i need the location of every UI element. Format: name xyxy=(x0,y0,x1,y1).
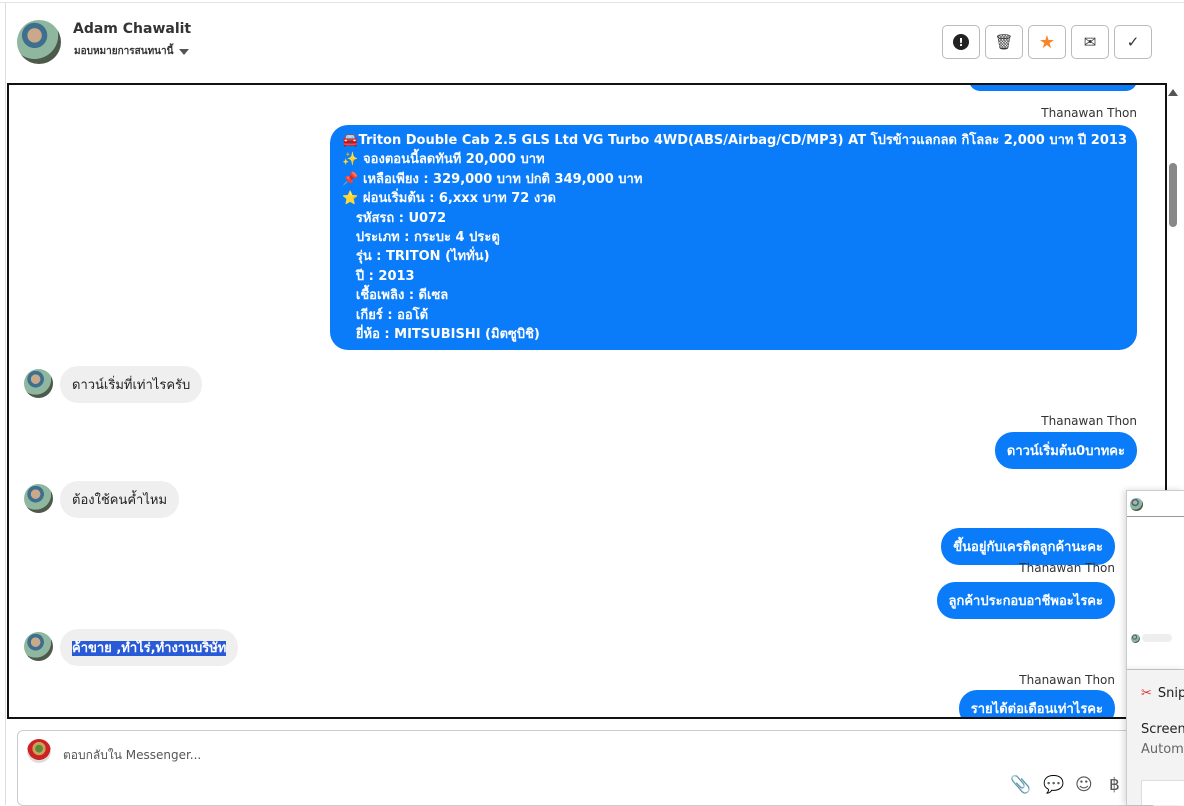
assign-conversation-dropdown[interactable]: มอบหมายการสนทนานี้ xyxy=(74,44,190,59)
page-avatar xyxy=(27,739,51,763)
msg-line: เกียร์ : ออโต้ xyxy=(342,307,429,323)
chat-scrollbar[interactable] xyxy=(1166,83,1182,719)
outgoing-message: ดาวน์เริ่มต้น0บาทคะ xyxy=(994,432,1137,469)
msg-line: ปี : 2013 xyxy=(342,268,415,284)
preview-avatar xyxy=(1131,634,1140,643)
star-button[interactable]: ★ xyxy=(1028,25,1066,59)
msg-line: ✨ จองตอนนี้ลดทันที 20,000 บาท xyxy=(342,152,545,168)
message-bubble-partial xyxy=(969,85,1137,91)
incoming-message: ค้าขาย ,ทำไร่,ทำงานบริษัท xyxy=(60,629,239,666)
notification-image-preview[interactable] xyxy=(1141,780,1184,805)
attachment-icon[interactable]: 📎 xyxy=(1010,775,1032,795)
notification-body: Autom xyxy=(1141,742,1184,757)
scrollbar-thumb[interactable] xyxy=(1169,163,1177,227)
contact-avatar-small xyxy=(24,369,53,398)
message-thread: Thanawan Thon 🚘Triton Double Cab 2.5 GLS… xyxy=(7,83,1167,719)
spam-button[interactable]: ! xyxy=(942,25,980,59)
left-border xyxy=(5,3,6,805)
star-icon: ★ xyxy=(1038,31,1056,53)
msg-line: ประเภท : กระบะ 4 ประตู xyxy=(342,230,500,246)
check-icon: ✓ xyxy=(1126,33,1140,51)
reply-composer[interactable]: ตอบกลับใน Messenger... 📎 💬 ☺ ฿ xyxy=(17,730,1157,806)
sender-name: Thanawan Thon xyxy=(1041,106,1137,120)
sender-name: Thanawan Thon xyxy=(1041,414,1137,428)
msg-line: ยี่ห้อ : MITSUBISHI (มิตซูบิชิ) xyxy=(342,327,540,343)
top-border xyxy=(0,0,1184,3)
car-listing-message: 🚘Triton Double Cab 2.5 GLS Ltd VG Turbo … xyxy=(330,125,1137,351)
contact-avatar xyxy=(17,20,61,64)
msg-line: เชื้อเพลิง : ดีเซล xyxy=(342,288,449,304)
preview-avatar xyxy=(1130,498,1143,511)
msg-line: 🚘Triton Double Cab 2.5 GLS Ltd VG Turbo … xyxy=(342,133,1127,148)
contact-name: Adam Chawalit xyxy=(73,21,192,37)
incoming-message: ต้องใช้คนค้ำไหม xyxy=(60,481,180,518)
delete-button[interactable]: 🗑 xyxy=(985,25,1023,59)
caret-down-icon xyxy=(179,48,190,55)
snip-app-name: Snip xyxy=(1157,686,1184,701)
emoji-icon[interactable]: ☺ xyxy=(1075,775,1093,795)
saved-replies-icon[interactable]: 💬 xyxy=(1043,775,1065,795)
msg-line: รหัสรถ : U072 xyxy=(342,210,447,226)
msg-line: 📌 เหลือเพียง : 329,000 บาท ปกติ 349,000 … xyxy=(342,171,643,187)
payment-baht-icon[interactable]: ฿ xyxy=(1109,775,1120,795)
snipping-tool-notification[interactable]: ✂ Snip Screens Autom xyxy=(1126,670,1184,805)
reply-input[interactable]: ตอบกลับใน Messenger... xyxy=(63,748,202,762)
trash-icon: 🗑 xyxy=(994,33,1014,51)
outgoing-message: ลูกค้าประกอบอาชีพอะไรคะ xyxy=(936,582,1115,619)
exclamation-icon: ! xyxy=(953,34,969,50)
selected-text: ค้าขาย ,ทำไร่,ทำงานบริษัท xyxy=(72,641,227,656)
contact-avatar-small xyxy=(24,632,53,661)
preview-bubble xyxy=(1142,634,1172,642)
done-button[interactable]: ✓ xyxy=(1114,25,1152,59)
assign-label: มอบหมายการสนทนานี้ xyxy=(74,46,174,57)
scroll-up-arrow-icon[interactable] xyxy=(1168,89,1178,96)
outgoing-message: ขึ้นอยู่กับเครดิตลูกค้านะคะ xyxy=(941,528,1115,565)
msg-line: ⭐ ผ่อนเริ่มต้น : 6,xxx บาท 72 งวด xyxy=(342,191,556,207)
notification-title: Screens xyxy=(1141,722,1184,737)
envelope-icon: ✉ xyxy=(1083,33,1097,51)
sender-name: Thanawan Thon xyxy=(1019,673,1115,687)
window-preview-thumbnail[interactable] xyxy=(1126,490,1184,670)
contact-avatar-small xyxy=(24,484,53,513)
scissors-icon: ✂ xyxy=(1141,686,1152,701)
preview-divider xyxy=(1127,516,1184,517)
mark-unread-button[interactable]: ✉ xyxy=(1071,25,1109,59)
sender-name: Thanawan Thon xyxy=(1019,561,1115,575)
outgoing-message: รายได้ต่อเดือนเท่าไรคะ xyxy=(958,690,1115,717)
incoming-message: ดาวน์เริ่มที่เท่าไรครับ xyxy=(60,366,203,403)
msg-line: รุ่น : TRITON (ไททั่น) xyxy=(342,249,490,265)
